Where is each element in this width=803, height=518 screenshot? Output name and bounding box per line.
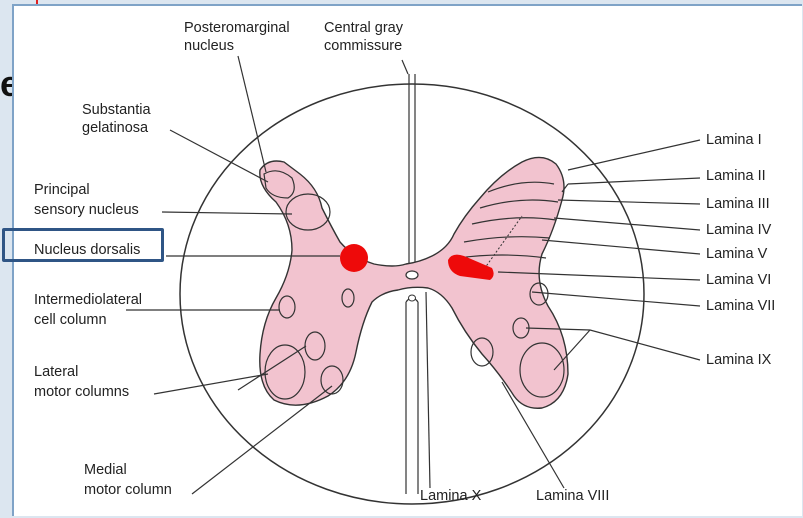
spinal-cord-figure: Posteromarginal nucleus Central gray com… [12, 4, 802, 516]
label-lamina-i: Lamina I [706, 132, 762, 148]
leader-central-gray [402, 60, 408, 74]
label-intermediolateral-2: cell column [34, 312, 107, 328]
label-lamina-ix: Lamina IX [706, 352, 772, 368]
leader-lamina-i [568, 140, 700, 170]
label-central-gray-2: commissure [324, 38, 402, 54]
label-lamina-ii: Lamina II [706, 168, 766, 184]
label-lamina-vi: Lamina VI [706, 272, 771, 288]
label-medial-motor-2: motor column [84, 482, 172, 498]
label-posteromarginal-1: Posteromarginal [184, 20, 290, 36]
label-lateral-motor-2: motor columns [34, 384, 129, 400]
label-lamina-x: Lamina X [420, 488, 482, 504]
label-principal-2: sensory nucleus [34, 202, 139, 218]
label-dorsalis: Nucleus dorsalis [34, 242, 140, 258]
label-lamina-viii: Lamina VIII [536, 488, 609, 504]
nucleus-dorsalis-highlight [340, 244, 368, 272]
label-lamina-vii: Lamina VII [706, 298, 775, 314]
spinal-cord-diagram: Posteromarginal nucleus Central gray com… [14, 6, 803, 518]
central-canal [406, 271, 418, 279]
cord-outline [180, 84, 644, 504]
label-substantia-2: gelatinosa [82, 120, 149, 136]
label-lamina-v: Lamina V [706, 246, 768, 262]
label-central-gray-1: Central gray [324, 20, 404, 36]
label-principal-1: Principal [34, 182, 90, 198]
label-intermediolateral-1: Intermediolateral [34, 292, 142, 308]
label-lamina-iii: Lamina III [706, 196, 770, 212]
label-medial-motor-1: Medial [84, 462, 127, 478]
label-lateral-motor-1: Lateral [34, 364, 78, 380]
label-substantia-1: Substantia [82, 102, 151, 118]
label-lamina-iv: Lamina IV [706, 222, 772, 238]
label-posteromarginal-2: nucleus [184, 38, 234, 54]
